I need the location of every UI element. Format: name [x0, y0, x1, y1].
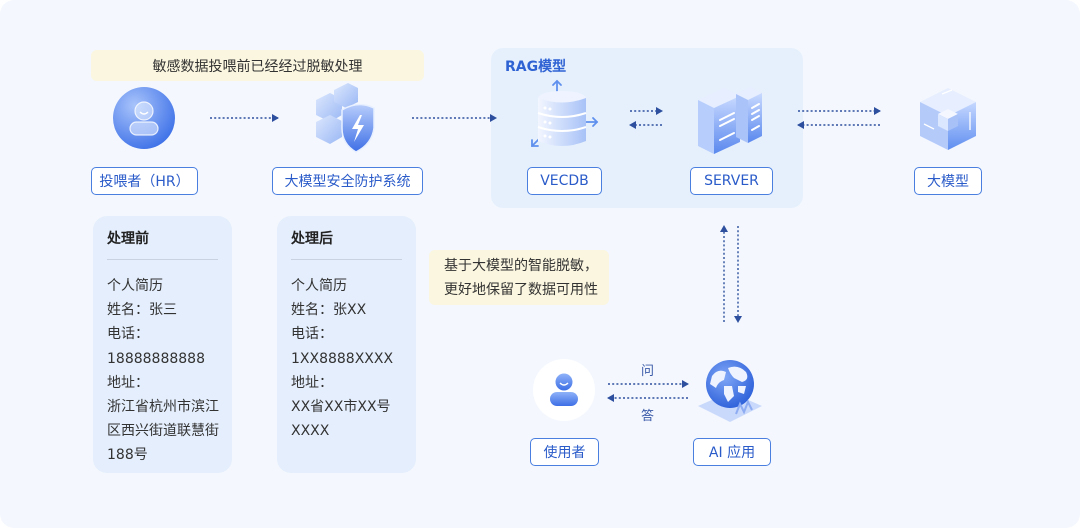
answer-label: 答 [641, 409, 655, 424]
llm-node [916, 84, 980, 152]
after-line: 姓名：张XX [291, 302, 367, 319]
llm-label-text: 大模型 [927, 174, 969, 190]
security-label-text: 大模型安全防护系统 [284, 174, 411, 190]
before-line: 个人简历 [107, 278, 163, 294]
top-note: 敏感数据投喂前已经经过脱敏处理 [91, 50, 424, 81]
after-line: XXXX [291, 423, 330, 440]
feeder-node [113, 87, 175, 149]
after-line: XX省XX市XX号 [291, 399, 391, 416]
before-line: 姓名：张三 [107, 302, 177, 319]
after-card-lines: 个人简历 姓名：张XX 电话： 1XX8888XXXX 地址： XX省XX市XX… [291, 274, 393, 443]
vecdb-node [527, 77, 603, 153]
before-line: 188号 [107, 447, 148, 464]
user-node [533, 359, 595, 421]
before-line: 区西兴街道联慧街 [107, 423, 219, 440]
user-icon [113, 87, 175, 149]
after-line: 地址： [291, 374, 333, 391]
mid-note-line2: 更好地保留了数据可用性 [444, 282, 598, 298]
cube-icon [920, 88, 976, 150]
ai-app-label-text: AI 应用 [708, 445, 756, 461]
after-card-title: 处理后 [291, 231, 333, 247]
after-card-divider [291, 259, 402, 260]
globe-icon [698, 360, 762, 422]
vecdb-label[interactable]: VECDB [527, 167, 602, 195]
security-node [312, 82, 380, 154]
after-line: 1XX8888XXXX [291, 350, 394, 367]
server-label[interactable]: SERVER [690, 167, 773, 195]
mid-note: 基于大模型的智能脱敏， 更好地保留了数据可用性 [429, 250, 609, 305]
feeder-label[interactable]: 投喂者（HR） [91, 167, 198, 195]
ai-app-node [694, 352, 766, 424]
before-line: 电话： [107, 326, 149, 343]
before-card-title: 处理前 [107, 231, 149, 247]
before-line: 18888888888 [107, 350, 205, 367]
user-label[interactable]: 使用者 [530, 438, 599, 466]
server-node [696, 82, 762, 156]
mid-note-line1: 基于大模型的智能脱敏， [444, 258, 598, 274]
rag-group-title: RAG模型 [505, 59, 567, 75]
server-label-text: SERVER [704, 173, 759, 189]
user-label-text: 使用者 [543, 445, 586, 461]
before-line: 地址： [107, 374, 149, 391]
after-line: 电话： [291, 326, 333, 343]
user-icon [533, 359, 595, 421]
before-line: 浙江省杭州市滨江 [107, 399, 219, 416]
after-line: 个人简历 [291, 278, 347, 294]
ask-label: 问 [641, 364, 655, 379]
llm-label[interactable]: 大模型 [914, 167, 982, 195]
before-card: 处理前 个人简历 姓名：张三 电话： 18888888888 地址： 浙江省杭州… [93, 216, 232, 473]
vecdb-label-text: VECDB [540, 173, 589, 189]
shield-icon [316, 83, 375, 153]
ai-app-label[interactable]: AI 应用 [693, 438, 771, 466]
database-icon [531, 79, 599, 147]
security-label[interactable]: 大模型安全防护系统 [272, 167, 423, 195]
before-card-lines: 个人简历 姓名：张三 电话： 18888888888 地址： 浙江省杭州市滨江 … [107, 274, 219, 468]
server-icon [698, 87, 762, 154]
feeder-label-text: 投喂者（HR） [99, 174, 190, 190]
top-note-text: 敏感数据投喂前已经经过脱敏处理 [152, 58, 363, 75]
before-card-divider [107, 259, 218, 260]
after-card: 处理后 个人简历 姓名：张XX 电话： 1XX8888XXXX 地址： XX省X… [277, 216, 416, 473]
